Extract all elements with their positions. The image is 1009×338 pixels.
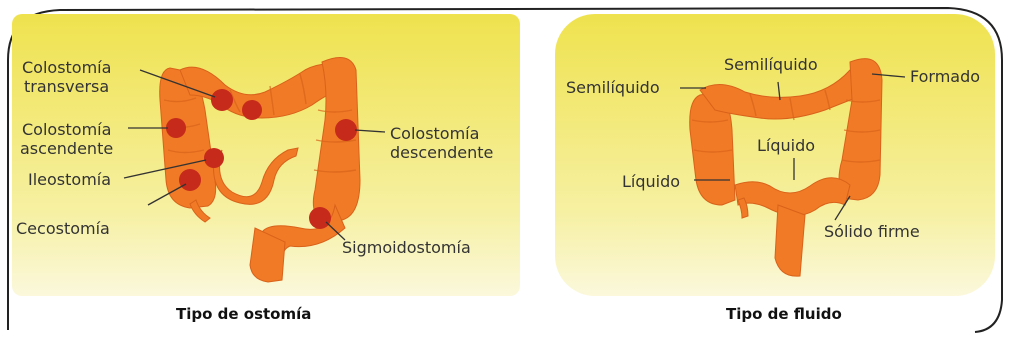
label-sigmoidostomia: Sigmoidostomía [342, 238, 471, 257]
label-liquido-left: Líquido [622, 172, 680, 191]
label-colostomia-ascendente-line1: Colostomía [22, 120, 111, 139]
label-colostomia-descendente-line1: Colostomía [390, 124, 479, 143]
label-ileostomia: Ileostomía [28, 170, 111, 189]
caption-tipo-de-ostomia: Tipo de ostomía [176, 305, 311, 323]
label-semiliquido-left: Semilíquido [566, 78, 660, 97]
label-colostomia-ascendente-line2: ascendente [20, 139, 113, 158]
label-semiliquido-top: Semilíquido [724, 55, 818, 74]
label-liquido-center: Líquido [757, 136, 815, 155]
label-formado: Formado [910, 67, 980, 86]
caption-tipo-de-fluido: Tipo de fluido [726, 305, 842, 323]
label-solido-firme: Sólido firme [824, 222, 920, 241]
label-cecostomia: Cecostomía [16, 219, 110, 238]
label-colostomia-transversa-line2: transversa [24, 77, 109, 96]
label-colostomia-descendente-line2: descendente [390, 143, 493, 162]
label-colostomia-transversa-line1: Colostomía [22, 58, 111, 77]
